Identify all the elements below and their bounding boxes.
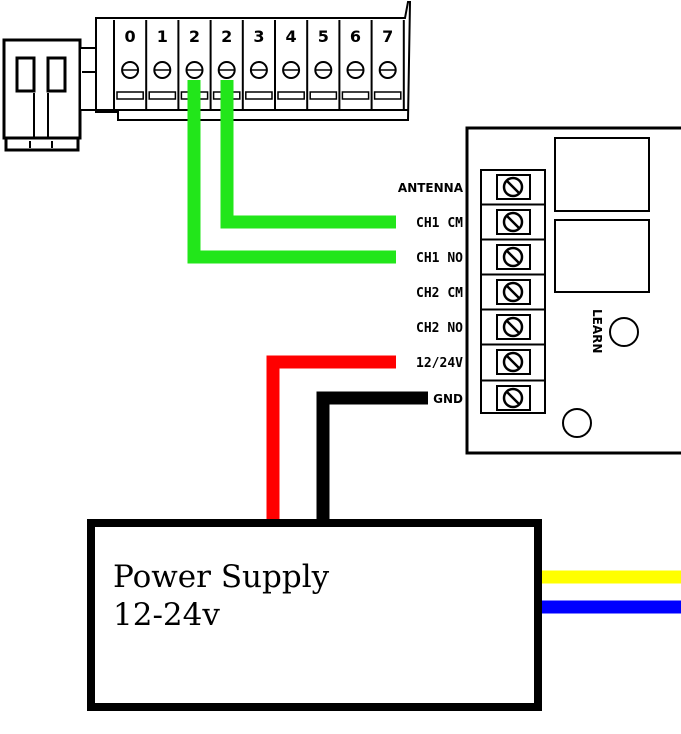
power-supply-box xyxy=(87,519,542,711)
terminal-number: 0 xyxy=(125,27,136,46)
power-supply-title: Power Supply xyxy=(113,559,330,595)
terminal-4: 3 xyxy=(241,20,273,110)
terminal-label-2: CH1 NO xyxy=(416,251,463,266)
side-connector xyxy=(2,38,97,152)
terminal-label-4: CH2 NO xyxy=(416,321,463,336)
terminal-label-0: ANTENNA xyxy=(398,181,464,195)
terminal-number: 1 xyxy=(157,27,168,46)
terminal-0: 0 xyxy=(113,20,144,110)
terminal-number: 3 xyxy=(253,27,264,46)
wire-gnd xyxy=(316,391,428,522)
relay-1 xyxy=(554,137,650,212)
wire-ch1-no xyxy=(187,80,396,264)
learn-button[interactable] xyxy=(609,317,639,347)
learn-label: LEARN xyxy=(590,309,604,353)
receiver-terminal-labels: ANTENNA CH1 CM CH1 NO CH2 CM CH2 NO 12/24V GND xyxy=(398,181,464,406)
terminal-7: 6 xyxy=(338,20,370,110)
relay-2 xyxy=(554,219,650,293)
terminal-label-6: GND xyxy=(433,392,463,406)
terminal-block: 0 1 2 2 3 4 5 6 7 xyxy=(2,1,412,152)
terminal-label-1: CH1 CM xyxy=(416,216,463,231)
terminal-label-5: 12/24V xyxy=(416,356,463,371)
status-led xyxy=(562,408,592,438)
receiver-terminals xyxy=(481,174,545,411)
terminal-5: 4 xyxy=(274,20,305,110)
terminal-number: 7 xyxy=(382,27,393,46)
terminal-housing xyxy=(95,1,412,121)
terminal-6: 5 xyxy=(306,20,338,110)
receiver-board: LEARN ANTENNA CH1 CM CH1 NO CH2 CM CH2 NO 12/… xyxy=(398,126,681,455)
wire-12-24v xyxy=(266,355,396,522)
terminal-number: 2 xyxy=(189,27,200,46)
power-supply-voltage: 12-24v xyxy=(113,597,220,633)
terminal-8: 7 xyxy=(370,20,402,110)
terminal-number: 5 xyxy=(318,27,329,46)
terminal-number: 2 xyxy=(221,27,232,46)
terminal-cells: 0 1 2 2 3 4 5 6 7 xyxy=(113,20,405,110)
wires xyxy=(187,80,681,614)
terminal-number: 6 xyxy=(350,27,361,46)
terminal-label-3: CH2 CM xyxy=(416,286,463,301)
terminal-number: 4 xyxy=(286,27,297,46)
terminal-1: 1 xyxy=(145,20,177,110)
power-supply-label: Power Supply 12-24v xyxy=(113,558,329,634)
wire-ch1-cm xyxy=(220,80,396,229)
